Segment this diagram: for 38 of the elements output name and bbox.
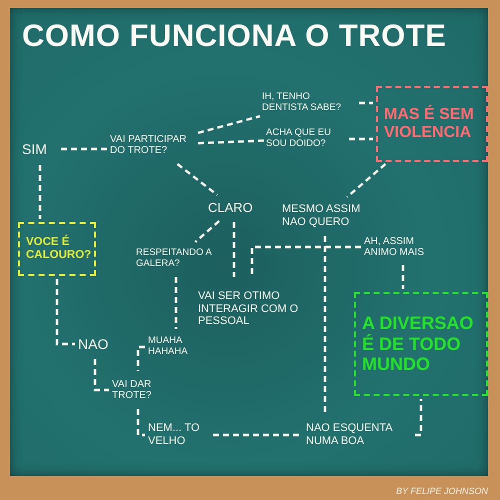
dashed-connector xyxy=(174,277,178,329)
dashed-connector xyxy=(194,220,220,243)
chalk-text: ACHA QUE EU SOU DOIDO? xyxy=(266,124,346,154)
dashed-connector xyxy=(176,163,218,196)
dashed-connector xyxy=(346,163,386,198)
chalk-text: AH, ASSIM ANIMO MAIS xyxy=(364,232,442,262)
dashed-connector xyxy=(56,279,75,346)
dashed-connector xyxy=(136,409,145,436)
chalk-text: NAO xyxy=(78,332,112,356)
dashed-connector xyxy=(359,102,373,104)
chalk-text: RESPEITANDO A GALERA? xyxy=(136,244,216,274)
title: COMO FUNCIONA O TROTE xyxy=(22,18,448,54)
dashed-connector xyxy=(198,115,260,134)
chalk-text: VAI PARTICIPAR DO TROTE? xyxy=(110,128,196,162)
dashed-connector xyxy=(349,138,373,140)
dashed-callout-box: VOCE É CALOURO? xyxy=(18,222,96,276)
chalk-text: NEM... TO VELHO xyxy=(148,418,210,452)
dashed-callout-box: A DIVERSAO É DE TODO MUNDO xyxy=(354,292,488,396)
chalk-text: SIM xyxy=(22,136,58,162)
dashed-connector xyxy=(136,346,145,371)
signature: BY FELIPE JOHNSON xyxy=(396,486,488,496)
chalk-text: MESMO ASSIM NAO QUERO xyxy=(282,199,368,233)
dashed-connector xyxy=(250,246,361,277)
dashed-callout-box: MAS É SEM VIOLENCIA xyxy=(376,86,488,162)
chalk-text: MUAHA HAHAHA xyxy=(148,332,196,362)
chalk-text: CLARO xyxy=(208,197,260,219)
dashed-connector xyxy=(324,236,326,415)
dashed-connector xyxy=(38,165,42,219)
dashed-connector xyxy=(415,399,422,436)
dashed-connector xyxy=(232,222,236,277)
dashed-connector xyxy=(94,359,109,392)
chalk-text: NAO ESQUENTA NUMA BOA xyxy=(306,418,412,452)
dashed-connector xyxy=(198,139,264,144)
chalk-text: IH, TENHO DENTISTA SABE? xyxy=(262,88,356,118)
chalk-text: VAI SER OTIMO INTERAGIR COM O PESSOAL xyxy=(198,280,306,338)
chalk-text: VAI DAR TROTE? xyxy=(112,374,164,406)
dashed-connector xyxy=(61,148,107,150)
dashed-connector xyxy=(402,265,404,289)
